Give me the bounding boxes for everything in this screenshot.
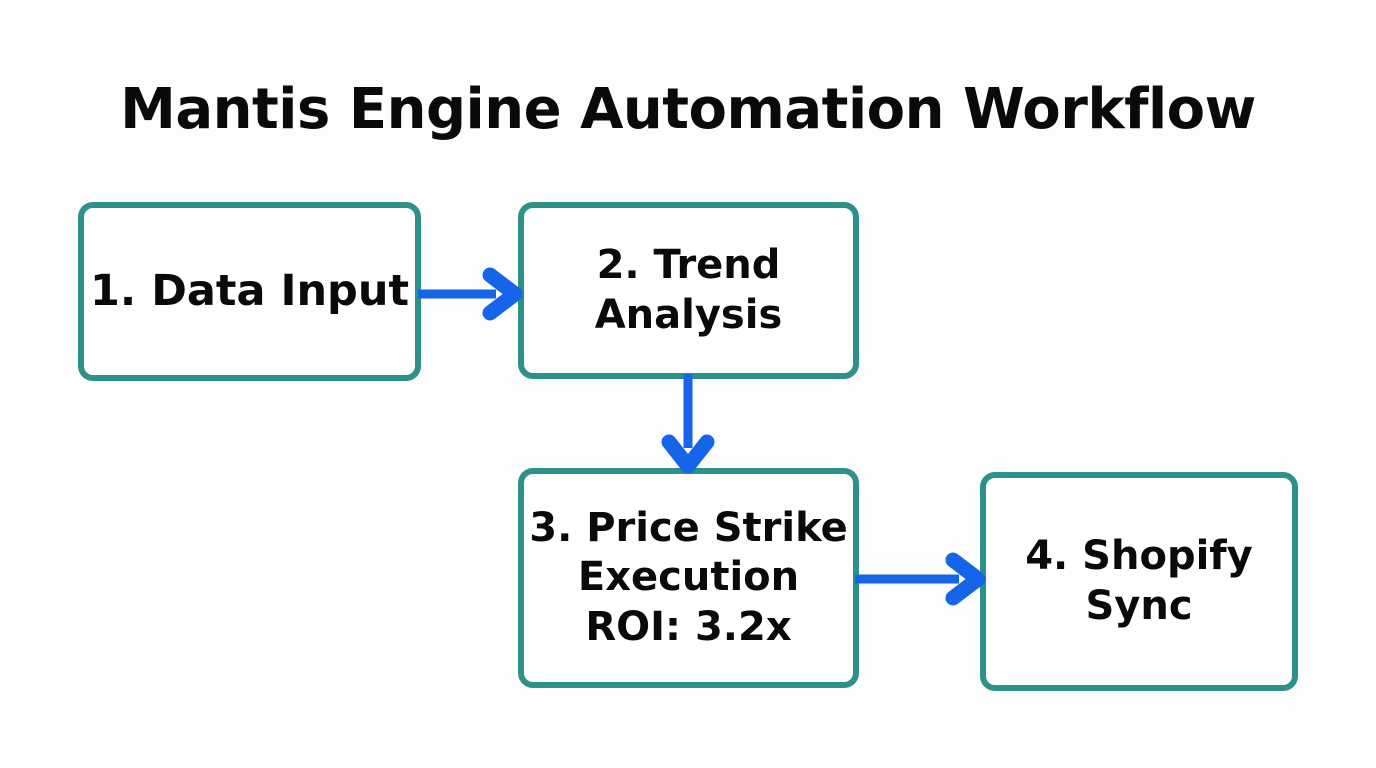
node-price-strike-execution[interactable]: 3. Price Strike Execution ROI: 3.2x xyxy=(518,468,859,688)
node-trend-analysis-line-2: Analysis xyxy=(594,291,783,338)
node-price-strike-execution-roi: ROI: 3.2x xyxy=(585,603,792,650)
node-shopify-sync-line-1: 4. Shopify xyxy=(1025,532,1253,579)
node-shopify-sync[interactable]: 4. Shopify Sync xyxy=(980,472,1298,691)
arrow-down-icon-trend-analysis-to-price-strike-execution xyxy=(661,374,715,474)
node-price-strike-execution-line-2: Execution xyxy=(577,554,800,601)
page-title: Mantis Engine Automation Workflow xyxy=(120,77,1256,142)
node-price-strike-execution-line-1: 3. Price Strike xyxy=(529,504,848,551)
node-shopify-sync-line-2: Sync xyxy=(1085,582,1193,629)
node-trend-analysis-line-1: 2. Trend xyxy=(596,241,781,288)
node-data-input-line-1: 1. Data Input xyxy=(89,265,410,316)
arrow-right-icon-data-input-to-trend-analysis xyxy=(418,267,523,321)
node-data-input[interactable]: 1. Data Input xyxy=(78,202,421,381)
node-trend-analysis[interactable]: 2. Trend Analysis xyxy=(518,202,859,379)
arrow-right-icon-price-strike-execution-to-shopify-sync xyxy=(855,552,986,606)
